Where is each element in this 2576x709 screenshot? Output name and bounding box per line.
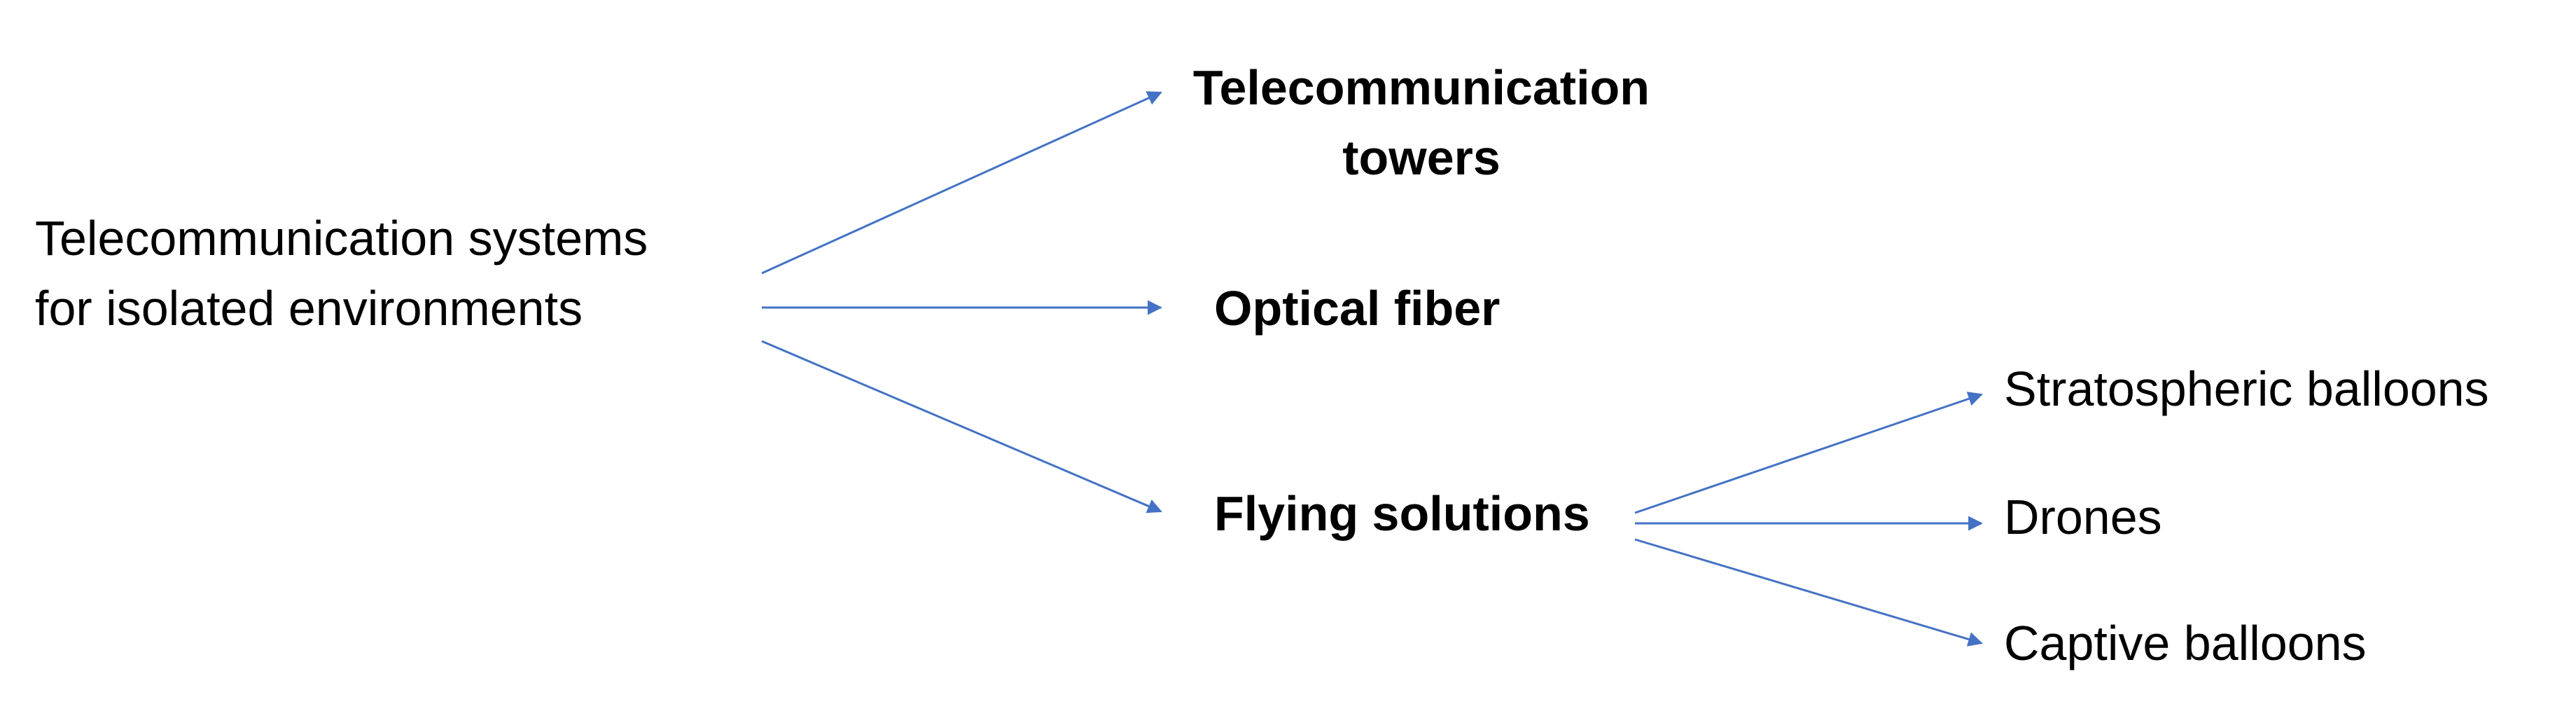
- leaf-node-stratospheric-balloons: Stratospheric balloons: [2004, 354, 2489, 424]
- arrow-root-to-towers: [761, 91, 1162, 275]
- leaf-node-captive-balloons: Captive balloons: [2004, 608, 2367, 678]
- leaf-strat-label: Stratospheric balloons: [2004, 362, 2489, 416]
- arrow-flying-to-strat: [1634, 392, 1983, 514]
- arrow-flying-to-captive: [1634, 538, 1984, 647]
- root-node-line-1: Telecommunication systems: [35, 211, 648, 266]
- leaf-captive-label: Captive balloons: [2004, 616, 2367, 670]
- branch-towers-line-2: towers: [1342, 130, 1501, 185]
- branch-towers-line-1: Telecommunication: [1192, 60, 1650, 115]
- branch-node-flying: Flying solutions: [1214, 479, 1590, 549]
- leaf-drones-label: Drones: [2004, 490, 2162, 544]
- branch-node-fiber: Optical fiber: [1214, 273, 1500, 343]
- root-node: Telecommunication systems for isolated e…: [35, 203, 648, 343]
- branch-fiber-label: Optical fiber: [1214, 281, 1501, 336]
- root-node-line-2: for isolated environments: [35, 281, 583, 336]
- arrow-root-to-flying: [761, 340, 1162, 514]
- branch-node-towers: Telecommunication towers: [1141, 53, 1701, 193]
- branch-flying-label: Flying solutions: [1214, 486, 1590, 541]
- leaf-node-drones: Drones: [2004, 482, 2162, 552]
